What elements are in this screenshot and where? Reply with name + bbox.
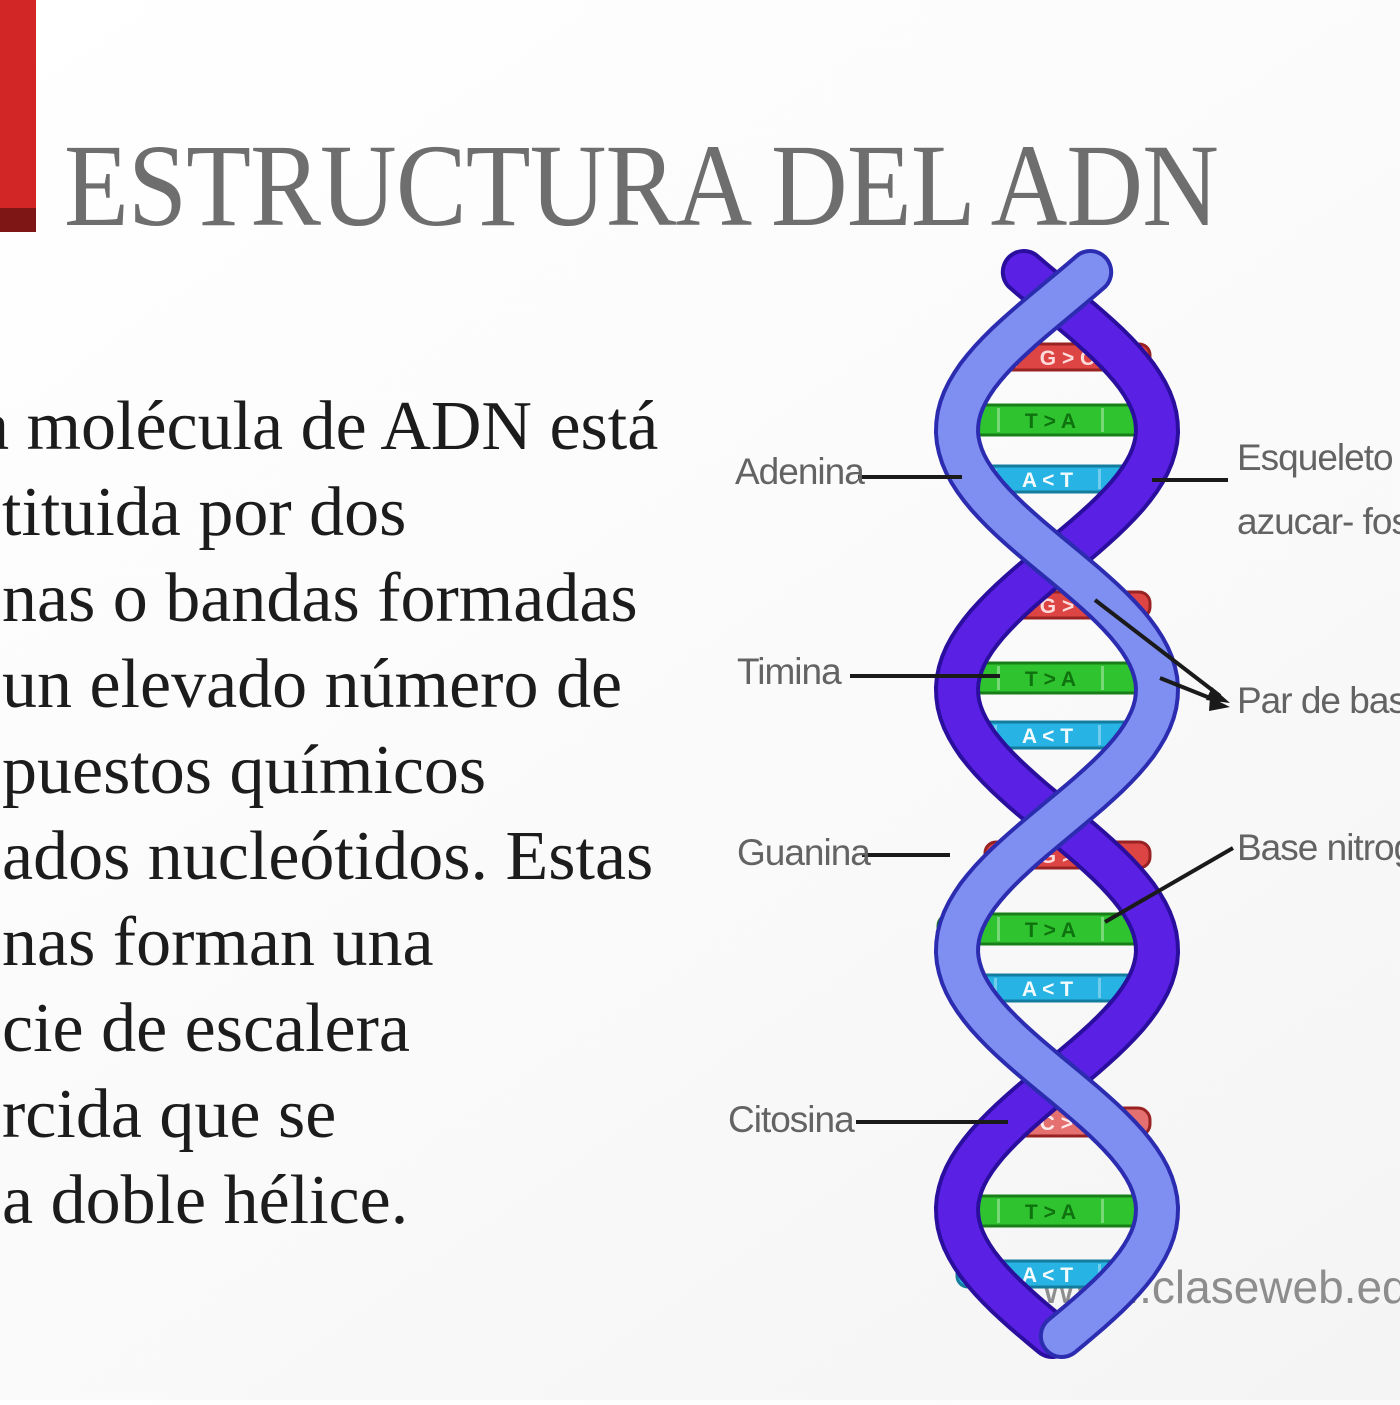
svg-text:T > A: T > A <box>1025 410 1076 433</box>
svg-text:C > G: C > G <box>1040 1112 1095 1135</box>
svg-text:A < T: A < T <box>1022 978 1073 1001</box>
body-line: nas forman una <box>2 904 434 981</box>
svg-text:G > C: G > C <box>1040 595 1095 618</box>
red-accent-bar-tip <box>0 208 36 232</box>
body-line: tituida por dos <box>2 474 407 551</box>
svg-text:T > A: T > A <box>1025 919 1076 942</box>
label-esqueleto-line2: azucar- fosfato <box>1237 501 1400 542</box>
svg-text:G > C: G > C <box>1040 347 1095 370</box>
red-accent-bar <box>0 0 36 232</box>
svg-text:G > C: G > C <box>1040 845 1095 868</box>
svg-text:A < T: A < T <box>1022 469 1073 492</box>
label-citosina: Citosina <box>728 1099 855 1140</box>
label-esqueleto-azucar-fosfato: Esqueleto azucar- fosfato <box>1237 426 1400 554</box>
label-guanina: Guanina <box>737 832 871 873</box>
body-line: ados nucleótidos. Estas <box>2 818 654 895</box>
label-par-de-bases: Par de bases <box>1237 680 1400 721</box>
body-paragraph: a molécula de ADN está tituida por dos nas… <box>0 384 659 1244</box>
body-line: a doble hélice. <box>2 1162 409 1239</box>
body-line: un elevado número de <box>2 646 623 723</box>
svg-text:T > A: T > A <box>1025 1201 1076 1224</box>
svg-text:A < T: A < T <box>1022 725 1073 748</box>
svg-text:T > A: T > A <box>1025 668 1076 691</box>
watermark-url: www.claseweb.edu <box>1042 1261 1400 1313</box>
body-line: rcida que se <box>2 1076 337 1153</box>
body-line: puestos químicos <box>2 732 487 809</box>
body-line: a molécula de ADN está <box>0 388 659 465</box>
body-line: cie de escalera <box>2 990 411 1067</box>
label-esqueleto-line1: Esqueleto <box>1237 437 1394 478</box>
slide-title: ESTRUCTURA DEL ADN <box>64 120 1219 251</box>
label-timina: Timina <box>737 651 842 692</box>
body-line: nas o bandas formadas <box>2 560 638 637</box>
label-base-nitrogenada: Base nitrogenada <box>1237 827 1400 868</box>
label-adenina: Adenina <box>735 451 865 492</box>
